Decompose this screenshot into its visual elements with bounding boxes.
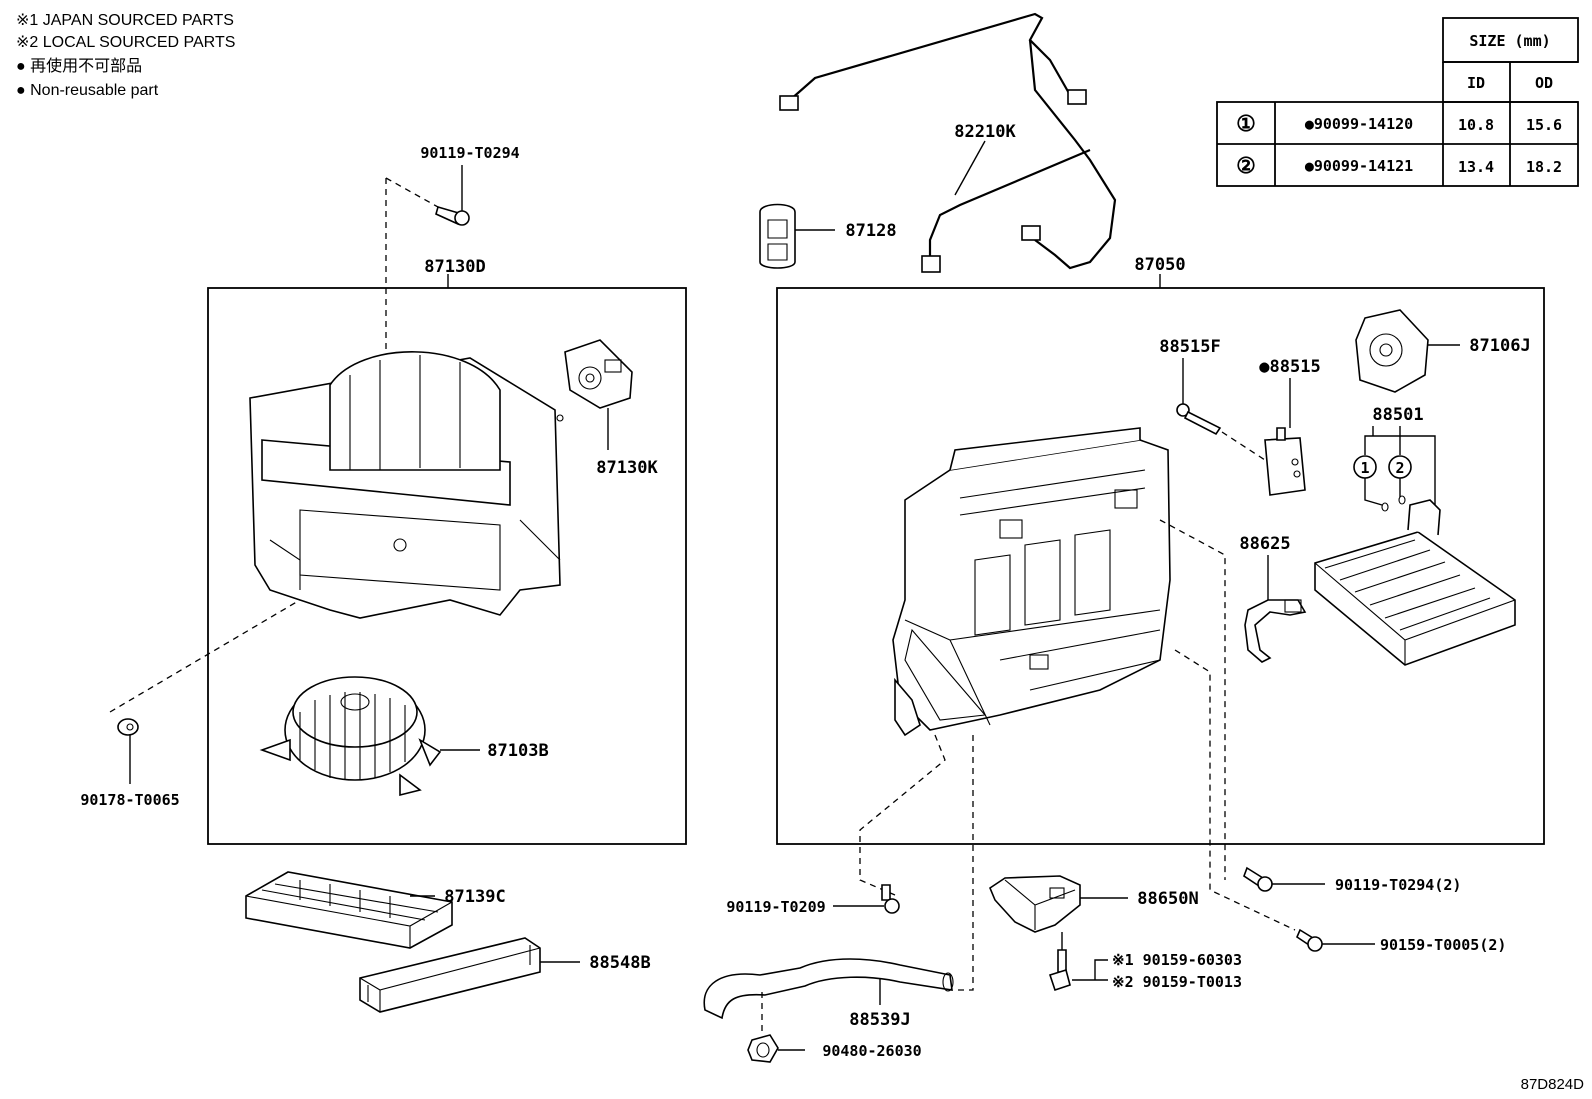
- size-table-row2-part: ●90099-14121: [1305, 157, 1413, 175]
- label-87130k[interactable]: 87130K: [596, 458, 658, 478]
- grommet-87128[interactable]: [759, 203, 796, 269]
- label-90480-26030[interactable]: 90480-26030: [822, 1042, 921, 1060]
- bracket-88650n[interactable]: [989, 875, 1081, 933]
- size-table: SIZE (mm) ID OD ① ●90099-14120 10.8 15.6…: [1216, 17, 1579, 187]
- evaporator-88501[interactable]: [1314, 499, 1516, 666]
- bolt-90159[interactable]: [1048, 949, 1071, 992]
- label-88650n[interactable]: 88650N: [1137, 889, 1198, 909]
- label-88548b[interactable]: 88548B: [589, 953, 650, 973]
- legend-non-reusable-jp: ● 再使用不可部品: [16, 58, 143, 75]
- label-90178-t0065[interactable]: 90178-T0065: [80, 791, 179, 809]
- size-table-row2-od: 18.2: [1526, 158, 1562, 176]
- label-90159-t0005-2[interactable]: 90159-T0005(2): [1380, 936, 1506, 954]
- label-87050[interactable]: 87050: [1134, 255, 1185, 275]
- expansion-valve-88515[interactable]: [1264, 427, 1306, 496]
- nut-90178-t0065[interactable]: [117, 718, 139, 736]
- label-82210k[interactable]: 82210K: [954, 122, 1016, 142]
- size-table-row1-od: 15.6: [1526, 116, 1562, 134]
- legend-local-sourced: ※2 LOCAL SOURCED PARTS: [16, 34, 236, 51]
- label-87128[interactable]: 87128: [845, 221, 896, 241]
- blower-assembly-box: [207, 287, 687, 845]
- label-87103b[interactable]: 87103B: [487, 741, 548, 761]
- clip-90480-26030[interactable]: [747, 1034, 779, 1063]
- size-table-row1-id: 10.8: [1458, 116, 1494, 134]
- label-90119-t0294-top[interactable]: 90119-T0294: [420, 144, 519, 162]
- callout-1-text: 1: [1360, 459, 1369, 477]
- actuator-87106j[interactable]: [1355, 309, 1429, 393]
- label-88515f[interactable]: 88515F: [1159, 337, 1220, 357]
- actuator-87130k[interactable]: [564, 339, 633, 409]
- o-ring-2[interactable]: [1398, 495, 1406, 505]
- ac-unit-body-87050[interactable]: [892, 427, 1171, 737]
- label-88625[interactable]: 88625: [1239, 534, 1290, 554]
- screw-90119-t0294-right[interactable]: [1243, 866, 1273, 892]
- o-ring-callout-1[interactable]: 1: [1353, 455, 1377, 479]
- o-ring-1[interactable]: [1381, 502, 1389, 512]
- screw-88515f[interactable]: [1176, 403, 1222, 436]
- air-filter-87139c[interactable]: [245, 871, 453, 949]
- wire-harness-82210k[interactable]: [779, 12, 1117, 273]
- label-87130d[interactable]: 87130D: [424, 257, 485, 277]
- size-table-row2-key: ②: [1236, 154, 1256, 179]
- label-90159-60303[interactable]: ※1 90159-60303: [1112, 951, 1242, 969]
- label-87106j[interactable]: 87106J: [1469, 336, 1530, 356]
- label-90119-t0294-2[interactable]: 90119-T0294(2): [1335, 876, 1461, 894]
- legend-japan-sourced: ※1 JAPAN SOURCED PARTS: [16, 12, 234, 29]
- o-ring-callout-2[interactable]: 2: [1388, 455, 1412, 479]
- size-table-row1-part: ●90099-14120: [1305, 115, 1413, 133]
- drain-hose-88539j[interactable]: [703, 958, 954, 1020]
- diagram-code: 87D824D: [1520, 1076, 1584, 1093]
- size-table-row2-id: 13.4: [1458, 158, 1494, 176]
- size-table-row1-key: ①: [1236, 112, 1256, 137]
- callout-2-text: 2: [1395, 459, 1404, 477]
- size-table-col-od: OD: [1535, 74, 1553, 92]
- label-88501[interactable]: 88501: [1372, 405, 1423, 425]
- label-90119-t0209[interactable]: 90119-T0209: [726, 898, 825, 916]
- size-table-col-id: ID: [1467, 74, 1485, 92]
- screw-90119-t0294-top[interactable]: [435, 206, 470, 226]
- thermistor-88625[interactable]: [1244, 599, 1307, 663]
- blower-motor-87103b[interactable]: [259, 676, 442, 797]
- label-88539j[interactable]: 88539J: [849, 1010, 910, 1030]
- label-87139c[interactable]: 87139C: [444, 887, 505, 907]
- screw-90159-t0005[interactable]: [1296, 928, 1323, 952]
- legend-non-reusable-en: ● Non-reusable part: [16, 82, 159, 99]
- label-90159-t0013[interactable]: ※2 90159-T0013: [1112, 973, 1242, 991]
- screw-90119-t0209[interactable]: [881, 884, 900, 914]
- size-table-header: SIZE (mm): [1469, 32, 1550, 50]
- blower-case-87130d[interactable]: [249, 351, 564, 619]
- filter-frame-88548b[interactable]: [359, 937, 541, 1013]
- label-88515[interactable]: ●88515: [1259, 357, 1320, 377]
